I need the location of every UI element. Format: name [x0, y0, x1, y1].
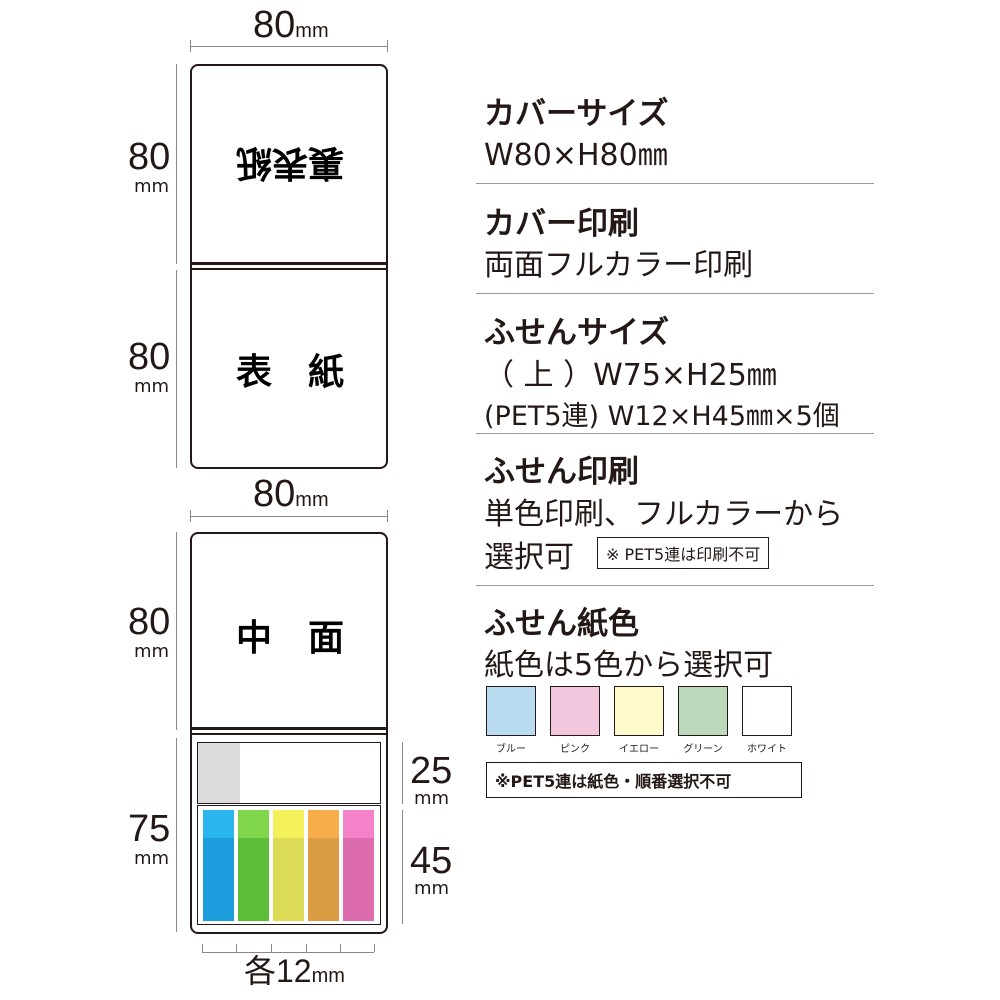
sticky-height-unit: mm: [134, 848, 170, 869]
inner-panel-text: 中 面: [235, 618, 344, 659]
cover-width-line: [190, 46, 387, 47]
pet-tab-3: [273, 810, 304, 921]
tab-width-line: [202, 952, 374, 953]
color-swatch-label: ホワイト: [747, 744, 787, 755]
front-height-line: [176, 270, 177, 468]
spec-sticky-print-note: ※ PET5連は印刷不可: [597, 537, 770, 569]
top-note-height-unit: mm: [414, 788, 450, 809]
pet-tab-body: [238, 838, 269, 921]
front-height-unit: mm: [134, 376, 170, 397]
tabs-height-line: [402, 810, 403, 924]
spec-sticky-size-heading: ふせんサイズ: [484, 315, 670, 351]
tab-width-label: 各12mm: [244, 953, 345, 989]
spec-cover-size-value: W80×H80㎜: [484, 138, 668, 173]
cover-fold-seam: [190, 262, 388, 265]
back-height-line: [176, 64, 177, 264]
pet-tab-top: [203, 810, 234, 838]
color-swatch-label: ブルー: [496, 744, 526, 755]
color-swatch: [550, 686, 600, 736]
inner-height-label: 80: [128, 601, 171, 643]
pet-tab-top: [343, 810, 374, 838]
pet-tab-body: [308, 838, 339, 921]
back-height-unit: mm: [134, 176, 170, 197]
spec-cover-print-heading: カバー印刷: [484, 206, 639, 242]
sticky-height-line: [176, 738, 177, 932]
spec-sticky-print-heading: ふせん印刷: [484, 454, 639, 490]
pet-tab-top: [308, 810, 339, 838]
pet-tab-body: [273, 838, 304, 921]
pet-tab-body: [203, 838, 234, 921]
color-swatch-label: ピンク: [560, 744, 590, 755]
pet-tab-top: [273, 810, 304, 838]
inner-width-line: [190, 516, 387, 517]
pet-tab-2: [238, 810, 269, 921]
pet-tab-body: [343, 838, 374, 921]
back-height-label: 80: [128, 136, 171, 178]
spec-sticky-size-top: （ 上 ）W75×H25㎜: [484, 358, 777, 393]
pet-tab-top: [238, 810, 269, 838]
tabs-height-unit: mm: [414, 878, 450, 899]
back-cover-text: 裏表紙: [236, 142, 345, 183]
color-swatch: [678, 686, 728, 736]
spec-paper-color-heading: ふせん紙色: [484, 606, 639, 642]
color-swatch: [486, 686, 536, 736]
inner-width-label: 80mm: [253, 473, 329, 515]
top-note-height-label: 25: [410, 750, 453, 792]
sticky-height-label: 75: [128, 808, 171, 850]
color-swatch: [614, 686, 664, 736]
separator: [476, 293, 874, 294]
color-swatch-label: グリーン: [683, 744, 723, 755]
spec-paper-color-value: 紙色は5色から選択可: [484, 648, 774, 683]
inner-fold-seam: [190, 727, 388, 730]
inner-height-line: [176, 532, 177, 730]
cover-width-label: 80mm: [253, 4, 329, 46]
spec-cover-size-heading: カバーサイズ: [484, 96, 669, 132]
separator: [476, 183, 874, 184]
tabs-height-label: 45: [410, 840, 453, 882]
spec-sticky-print-value-2: 選択可: [484, 540, 574, 575]
color-swatch-label: イエロー: [619, 744, 659, 755]
top-sticky-note-adhesive: [198, 743, 240, 803]
top-note-height-line: [402, 742, 403, 804]
front-cover-text: 表 紙: [235, 352, 344, 393]
spec-cover-print-value: 両面フルカラー印刷: [484, 248, 754, 283]
pet-tab-4: [308, 810, 339, 921]
inner-height-unit: mm: [134, 641, 170, 662]
spec-paper-color-note: ※PET5連は紙色・順番選択不可: [486, 762, 802, 798]
spec-sticky-size-pet: (PET5連) W12×H45㎜×5個: [484, 401, 840, 432]
separator: [476, 585, 874, 586]
spec-sticky-print-value-1: 単色印刷、フルカラーから: [484, 497, 844, 532]
pet-tab-1: [203, 810, 234, 921]
separator: [476, 433, 874, 434]
color-swatch: [742, 686, 792, 736]
pet-tab-5: [343, 810, 374, 921]
cover-panel: [190, 64, 388, 469]
front-height-label: 80: [128, 336, 171, 378]
